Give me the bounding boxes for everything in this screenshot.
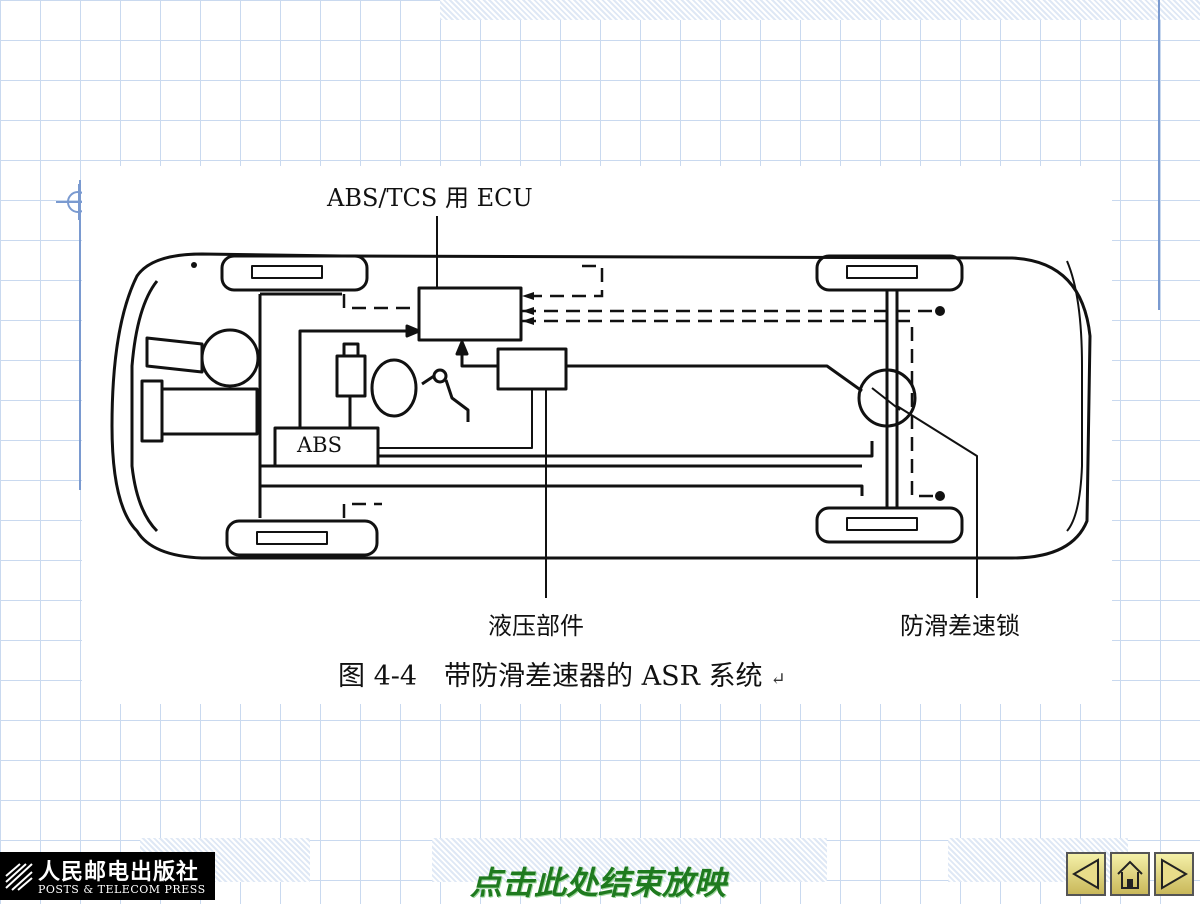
publisher-mark-icon <box>5 863 33 891</box>
front-bumper <box>1066 260 1083 532</box>
ecu-box <box>417 286 523 342</box>
triangle-right-icon <box>1161 858 1188 890</box>
wheel-front-right <box>815 506 964 544</box>
logo-chinese: 人民邮电出版社 <box>38 859 200 885</box>
right-accent-line <box>1158 0 1160 310</box>
diagram-panel: ABS/TCS 用 ECU ABS 液压部件 防滑差速锁 图 4-4 带防滑差速… <box>82 166 1112 704</box>
caption-text: 图 4-4 带防滑差速器的 ASR 系统 <box>338 661 763 692</box>
publisher-logo: 人民邮电出版社 POSTS & TELECOM PRESS <box>0 852 215 900</box>
diff-lock-label: 防滑差速锁 <box>900 612 1020 640</box>
engine-round <box>200 328 260 388</box>
top-hatched-band <box>440 0 1200 20</box>
engine-block <box>160 387 259 436</box>
car-body-outline <box>110 252 1092 560</box>
abs-label: ABS <box>297 433 342 457</box>
home-icon <box>1117 860 1143 889</box>
wheel-front-left <box>815 254 964 292</box>
triangle-left-icon <box>1072 858 1099 890</box>
wheel-rear-left <box>220 254 369 292</box>
home-button[interactable] <box>1110 852 1150 896</box>
return-mark-icon: ↵ <box>770 669 786 690</box>
logo-english: POSTS & TELECOM PRESS <box>38 883 206 896</box>
left-accent-line <box>79 180 81 490</box>
wheel-rear-right <box>225 519 379 557</box>
hydraulic-unit-box <box>496 347 568 391</box>
prev-button[interactable] <box>1066 852 1106 896</box>
end-show-link[interactable]: 点击此处结束放映 <box>470 864 727 902</box>
bottom-band-center <box>432 838 827 882</box>
figure-caption: 图 4-4 带防滑差速器的 ASR 系统 ↵ <box>338 654 786 693</box>
asr-vehicle-diagram <box>110 216 1092 598</box>
hydraulic-label: 液压部件 <box>488 612 584 640</box>
ecu-label: ABS/TCS 用 ECU <box>327 184 533 212</box>
diff-leader <box>896 405 978 598</box>
rear-window <box>130 280 159 533</box>
diff-lock <box>857 368 917 428</box>
next-button[interactable] <box>1154 852 1194 896</box>
